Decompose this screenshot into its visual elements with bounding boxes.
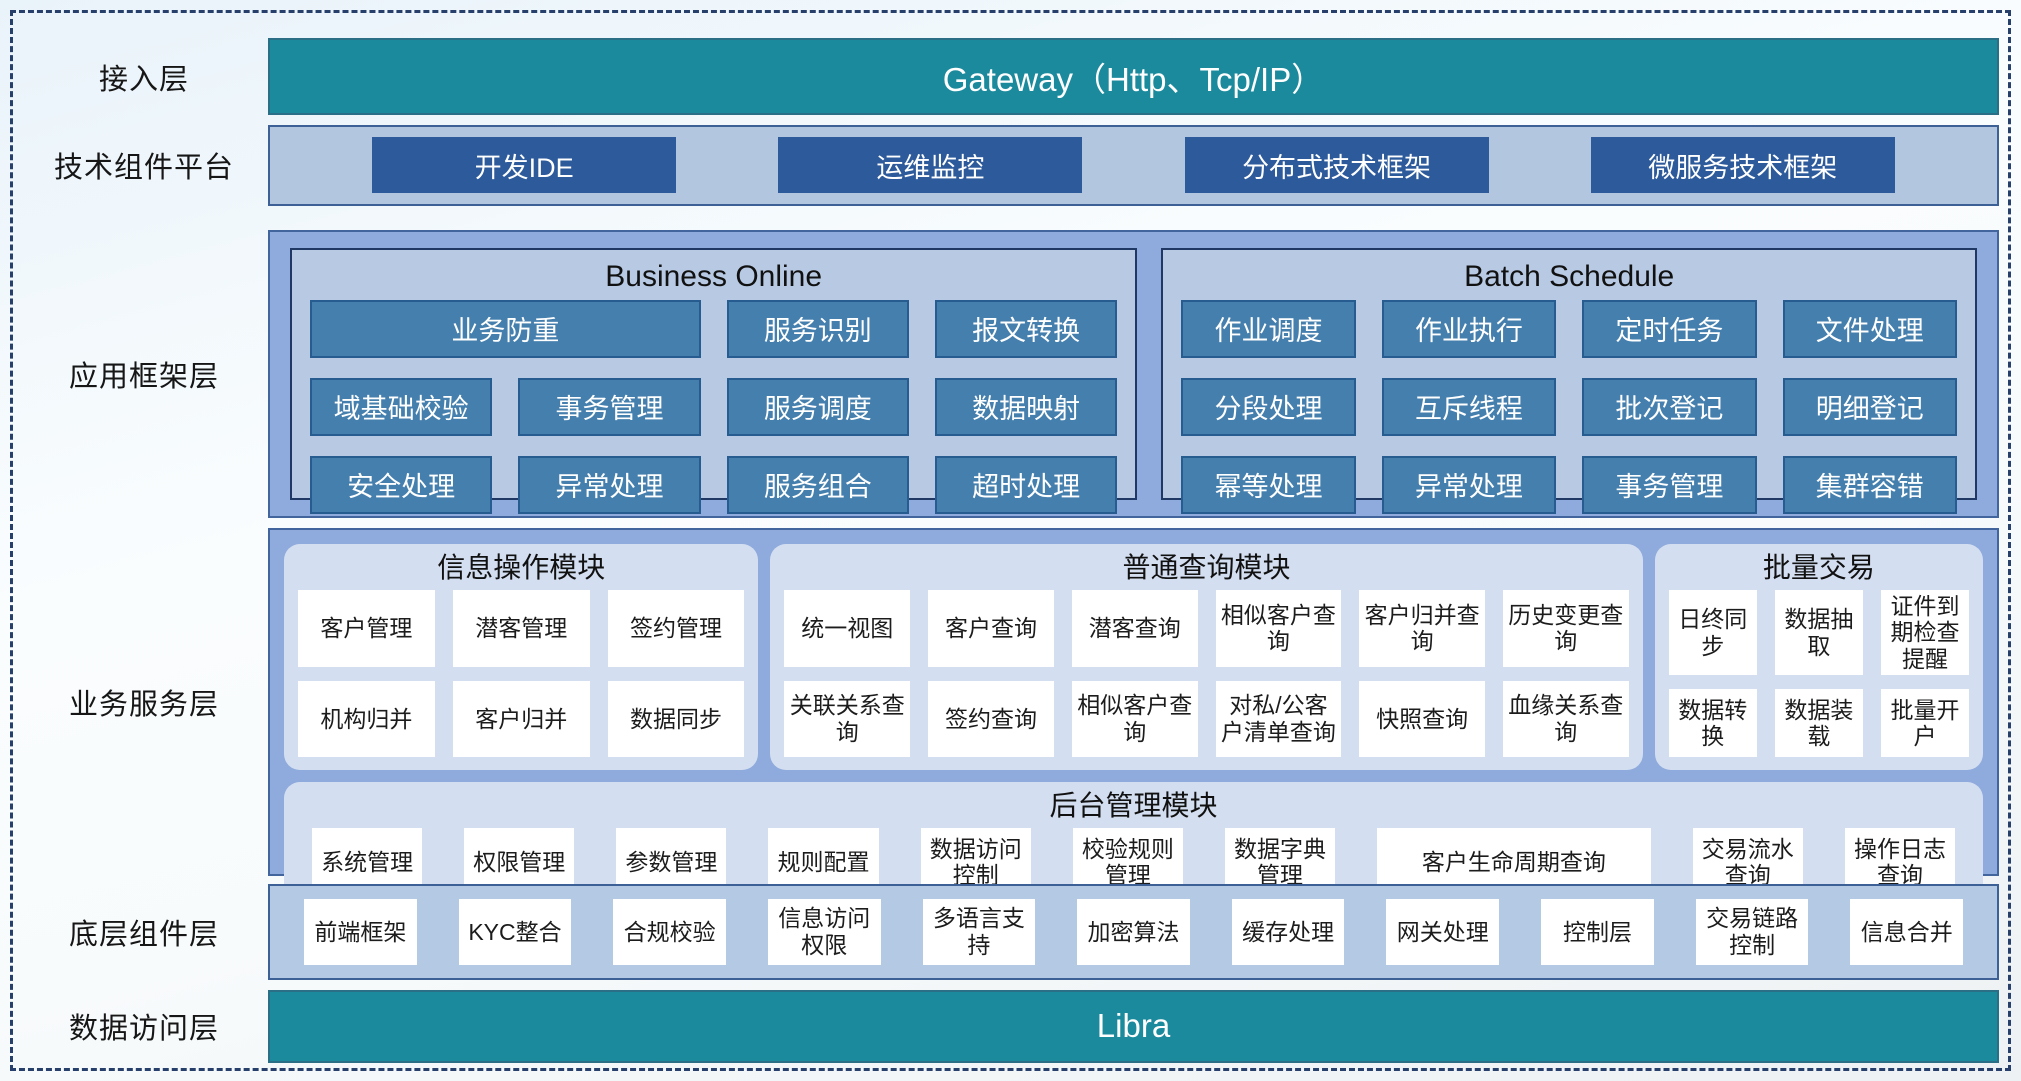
batch-schedule-title: Batch Schedule: [1464, 259, 1675, 293]
framework-band: Business Online 业务防重 服务识别 报文转换 域基础校验 事务管…: [268, 229, 1999, 518]
layer-label-base: 底层组件层: [68, 918, 219, 951]
base-band: 前端框架 KYC整合 合规校验 信息访问权限 多语言支持 加密算法 缓存处理 网…: [268, 883, 1999, 980]
app-framework-row: 应用框架层 Business Online 业务防重 服务识别 报文转换 域基础…: [20, 229, 1999, 518]
module-box: 签约查询: [928, 680, 1054, 758]
module-box: 客户查询: [928, 589, 1054, 667]
module-box: 血缘关系查询: [1502, 680, 1629, 758]
query-module-title: 普通查询模块: [1122, 551, 1291, 583]
business-online-title: Business Online: [605, 259, 823, 293]
module-box: 网关处理: [1386, 898, 1500, 965]
framework-chip: 异常处理: [518, 455, 701, 514]
layer-label-tech: 技术组件平台: [53, 152, 234, 185]
framework-chip: 定时任务: [1582, 299, 1757, 358]
tech-chip: 微服务技术框架: [1590, 137, 1895, 194]
batch-trade-grid: 日终同步 数据抽取 证件到期检查提醒 数据转换 数据装载 批量开户: [1668, 589, 1969, 758]
module-box: 潜客管理: [452, 589, 590, 667]
framework-chip: 事务管理: [1582, 455, 1757, 514]
gateway-bar: Gateway（Http、Tcp/IP）: [268, 38, 1999, 115]
business-online-grid: 业务防重 服务识别 报文转换 域基础校验 事务管理 服务调度 数据映射 安全处理…: [310, 299, 1118, 514]
framework-chip: 批次登记: [1582, 377, 1757, 436]
framework-chip: 幂等处理: [1181, 455, 1356, 514]
module-box: 数据转换: [1668, 689, 1757, 758]
framework-chip: 明细登记: [1782, 377, 1957, 436]
module-box: 签约管理: [607, 589, 745, 667]
batch-trade-panel: 批量交易 日终同步 数据抽取 证件到期检查提醒 数据转换 数据装载 批量开户: [1654, 543, 1983, 771]
info-module-title: 信息操作模块: [437, 551, 606, 583]
batch-trade-title: 批量交易: [1762, 551, 1875, 583]
framework-chip: 文件处理: [1782, 299, 1957, 358]
business-service-row: 业务服务层 信息操作模块 客户管理 潜客管理 签约管理 机构归并 客户归并 数据…: [20, 527, 1999, 910]
module-box: 多语言支持: [922, 898, 1036, 965]
module-box: 批量开户: [1880, 689, 1969, 758]
module-box: 统一视图: [784, 589, 911, 667]
layer-label-service: 业务服务层: [68, 688, 219, 721]
layer-label-access: 接入层: [98, 63, 189, 96]
libra-bar: Libra: [268, 989, 1999, 1063]
layer-label-data-access: 数据访问层: [68, 1013, 219, 1046]
module-box: 相似客户查询: [1071, 680, 1198, 758]
framework-chip: 服务调度: [726, 377, 909, 436]
module-box: 数据抽取: [1774, 589, 1863, 676]
query-module-grid: 统一视图 客户查询 潜客查询 相似客户查询 客户归并查询 历史变更查询 关联关系…: [784, 589, 1629, 758]
service-band: 信息操作模块 客户管理 潜客管理 签约管理 机构归并 客户归并 数据同步 普通查…: [268, 527, 1999, 910]
framework-chip: 作业执行: [1381, 299, 1557, 358]
framework-chip: 分段处理: [1181, 377, 1356, 436]
module-box: 潜客查询: [1071, 589, 1198, 667]
module-box: 对私/公客户清单查询: [1215, 680, 1342, 758]
framework-chip: 安全处理: [310, 455, 493, 514]
admin-module-title: 后台管理模块: [1049, 790, 1218, 822]
framework-chip: 服务识别: [726, 299, 909, 358]
module-box: 关联关系查询: [784, 680, 911, 758]
module-box: 机构归并: [298, 680, 435, 758]
module-box: 交易链路控制: [1695, 898, 1809, 965]
info-module-grid: 客户管理 潜客管理 签约管理 机构归并 客户归并 数据同步: [298, 589, 745, 758]
tech-platform-row: 技术组件平台 开发IDE 运维监控 分布式技术框架 微服务技术框架: [20, 125, 1999, 206]
batch-schedule-grid: 作业调度 作业执行 定时任务 文件处理 分段处理 互斥线程 批次登记 明细登记 …: [1181, 299, 1957, 514]
service-top-panels: 信息操作模块 客户管理 潜客管理 签约管理 机构归并 客户归并 数据同步 普通查…: [284, 543, 1983, 771]
module-box: 合规校验: [613, 898, 726, 965]
module-box: 历史变更查询: [1502, 589, 1629, 667]
data-access-row: 数据访问层 Libra: [20, 989, 1999, 1063]
module-box: 缓存处理: [1231, 898, 1345, 965]
module-box: 数据同步: [607, 680, 745, 758]
framework-chip: 服务组合: [726, 455, 909, 514]
module-box: 客户管理: [298, 589, 435, 667]
tech-chip: 运维监控: [778, 137, 1083, 194]
module-box: 客户归并: [452, 680, 590, 758]
framework-chip: 集群容错: [1782, 455, 1957, 514]
framework-chip: 互斥线程: [1381, 377, 1557, 436]
module-box: 相似客户查询: [1215, 589, 1342, 667]
info-module-panel: 信息操作模块 客户管理 潜客管理 签约管理 机构归并 客户归并 数据同步: [284, 543, 759, 771]
tech-chip: 分布式技术框架: [1184, 137, 1489, 194]
module-box: 证件到期检查提醒: [1880, 589, 1969, 676]
module-box: 前端框架: [304, 898, 417, 965]
framework-chip: 域基础校验: [310, 377, 493, 436]
framework-chip: 异常处理: [1381, 455, 1557, 514]
base-component-row: 底层组件层 前端框架 KYC整合 合规校验 信息访问权限 多语言支持 加密算法 …: [20, 883, 1999, 980]
module-box: 日终同步: [1668, 589, 1757, 676]
framework-chip: 超时处理: [934, 455, 1118, 514]
module-box: 数据装载: [1774, 689, 1863, 758]
framework-chip: 作业调度: [1181, 299, 1356, 358]
framework-chip: 报文转换: [934, 299, 1118, 358]
module-box: 信息合并: [1850, 898, 1964, 965]
module-box: 信息访问权限: [767, 898, 881, 965]
module-box: 加密算法: [1077, 898, 1190, 965]
access-layer-row: 接入层 Gateway（Http、Tcp/IP）: [20, 38, 1999, 115]
layer-stack: 接入层 Gateway（Http、Tcp/IP） 技术组件平台 开发IDE 运维…: [20, 14, 1999, 1063]
query-module-panel: 普通查询模块 统一视图 客户查询 潜客查询 相似客户查询 客户归并查询 历史变更…: [770, 543, 1643, 771]
framework-chip: 业务防重: [310, 299, 701, 358]
tech-band: 开发IDE 运维监控 分布式技术框架 微服务技术框架: [268, 125, 1999, 206]
batch-schedule-panel: Batch Schedule 作业调度 作业执行 定时任务 文件处理 分段处理 …: [1161, 247, 1977, 514]
framework-chip: 数据映射: [934, 377, 1118, 436]
tech-chip: 开发IDE: [372, 137, 677, 194]
layer-label-framework: 应用框架层: [68, 360, 219, 393]
module-box: 快照查询: [1359, 680, 1485, 758]
module-box: 控制层: [1541, 898, 1654, 965]
framework-chip: 事务管理: [518, 377, 701, 436]
business-online-panel: Business Online 业务防重 服务识别 报文转换 域基础校验 事务管…: [290, 247, 1138, 514]
module-box: 客户归并查询: [1359, 589, 1485, 667]
module-box: KYC整合: [458, 898, 572, 965]
